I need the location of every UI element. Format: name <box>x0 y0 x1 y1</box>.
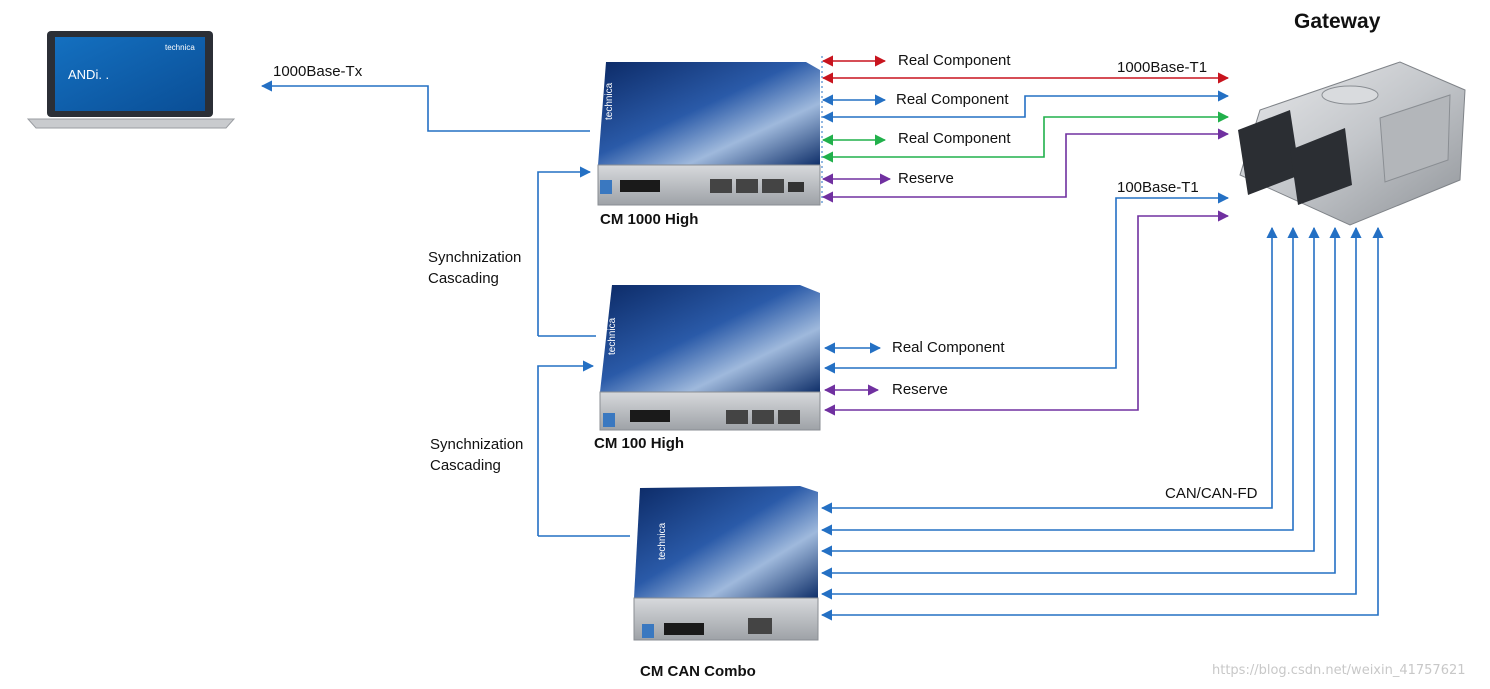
cmcan-logo: technica <box>657 522 668 560</box>
link-can-6 <box>820 226 1384 621</box>
label-1000base-t1: 1000Base-T1 <box>1117 59 1208 76</box>
cm100-device-image: technica <box>599 285 821 431</box>
label-sync-2-line1: Synchnization <box>430 436 524 453</box>
link-sync-cascading-2 <box>537 360 595 536</box>
link-1000base-tx <box>260 80 590 132</box>
label-reserve-2: Reserve <box>892 381 948 398</box>
label-reserve-1: Reserve <box>898 170 954 187</box>
link-1000base-t1-green <box>821 111 1230 163</box>
label-can-fd: CAN/CAN-FD <box>1165 485 1258 502</box>
cmcan-device-image: technica <box>633 486 819 641</box>
link-sync-cascading-1 <box>537 166 592 336</box>
gateway-ecu-image <box>1238 61 1466 226</box>
label-real-component-2: Real Component <box>896 91 1009 108</box>
laptop-icon: ANDi. . technica <box>26 31 236 129</box>
cm100-logo: technica <box>607 317 618 355</box>
link-can-5 <box>820 226 1362 600</box>
label-sync-2-line2: Cascading <box>430 457 501 474</box>
label-1000base-tx: 1000Base-Tx <box>273 63 363 80</box>
link-can-4 <box>820 226 1341 579</box>
gateway-title: Gateway <box>1294 10 1381 33</box>
label-cmcan: CM CAN Combo <box>640 663 756 680</box>
cm1000-logo: technica <box>604 82 615 120</box>
label-cm1000: CM 1000 High <box>600 211 699 228</box>
cm1000-device-image: technica <box>597 62 821 206</box>
laptop-logo-text: technica <box>165 43 195 52</box>
label-real-component-4: Real Component <box>892 339 1005 356</box>
label-real-component-3: Real Component <box>898 130 1011 147</box>
label-cm100: CM 100 High <box>594 435 685 452</box>
watermark: https://blog.csdn.net/weixin_41757621 <box>1212 663 1466 678</box>
link-100base-t1-purple <box>823 210 1230 416</box>
label-sync-1-line2: Cascading <box>428 270 499 287</box>
label-sync-1-line1: Synchnization <box>428 249 522 266</box>
label-100base-t1: 100Base-T1 <box>1117 179 1199 196</box>
link-100base-t1-blue <box>823 192 1230 374</box>
label-real-component-1: Real Component <box>898 52 1011 69</box>
link-1000base-t1-blue <box>821 90 1230 123</box>
laptop-screen-text: ANDi. . <box>68 67 109 82</box>
